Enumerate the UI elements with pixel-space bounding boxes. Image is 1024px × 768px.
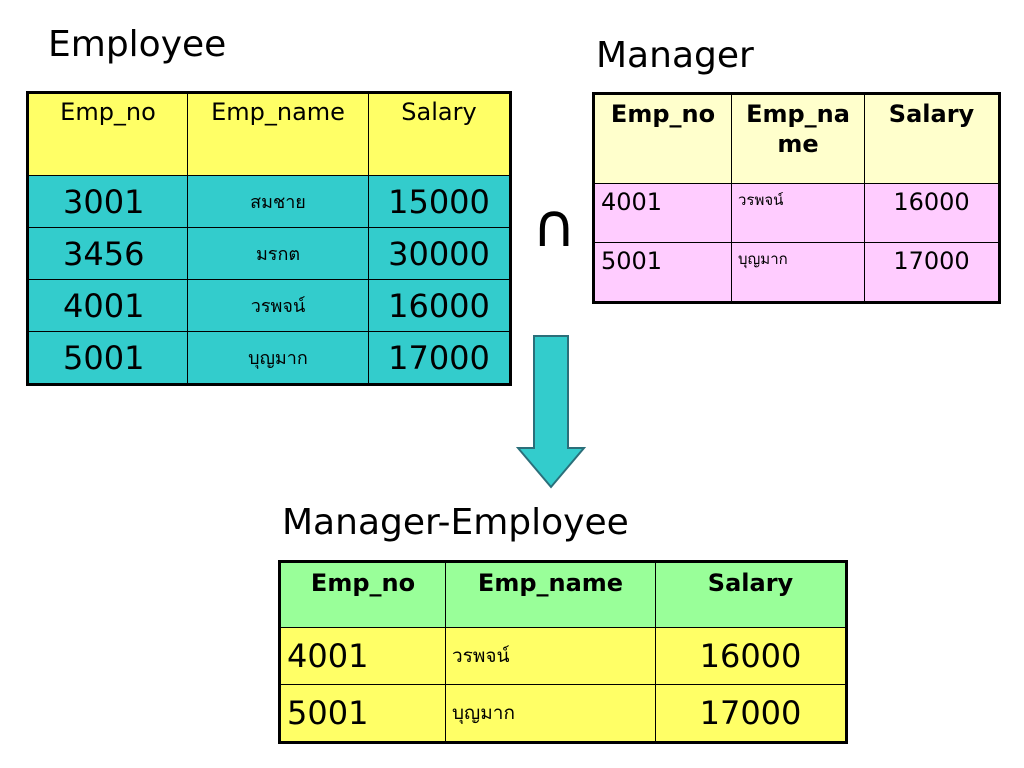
- result-cell-emp-name: บุญมาก: [445, 684, 656, 743]
- manager-title: Manager: [596, 35, 754, 76]
- employee-row: 5001 บุญมาก 17000: [27, 331, 511, 385]
- employee-row: 3001 สมชาย 15000: [27, 175, 511, 228]
- employee-cell-emp-no: 3001: [27, 175, 188, 228]
- result-cell-salary: 17000: [655, 684, 847, 743]
- result-header-emp-name: Emp_name: [445, 561, 656, 628]
- employee-cell-emp-name: วรพจน์: [187, 279, 369, 332]
- manager-header-emp-name: Emp_name: [731, 93, 865, 184]
- employee-header-emp-no: Emp_no: [27, 92, 188, 176]
- employee-header-salary: Salary: [368, 92, 511, 176]
- result-header-salary: Salary: [655, 561, 847, 628]
- employee-cell-emp-name: มรกต: [187, 227, 369, 280]
- result-row: 4001 วรพจน์ 16000: [279, 627, 847, 685]
- employee-table: Emp_no Emp_name Salary 3001 สมชาย 15000 …: [26, 91, 512, 386]
- manager-employee-title: Manager-Employee: [282, 502, 629, 543]
- result-header-emp-no: Emp_no: [279, 561, 446, 628]
- manager-row: 5001 บุญมาก 17000: [593, 242, 1000, 303]
- employee-cell-salary: 30000: [368, 227, 511, 280]
- manager-cell-emp-no: 5001: [593, 242, 732, 303]
- employee-cell-emp-no: 3456: [27, 227, 188, 280]
- employee-cell-emp-no: 5001: [27, 331, 188, 385]
- employee-cell-emp-name: สมชาย: [187, 175, 369, 228]
- result-cell-emp-no: 4001: [279, 627, 446, 685]
- intersection-symbol: ∩: [532, 191, 576, 261]
- manager-cell-salary: 16000: [864, 183, 1000, 243]
- manager-employee-table: Emp_no Emp_name Salary 4001 วรพจน์ 16000…: [278, 560, 848, 744]
- result-row: 5001 บุญมาก 17000: [279, 684, 847, 743]
- down-arrow-shape: [516, 335, 587, 489]
- manager-header-row: Emp_no Emp_name Salary: [593, 93, 1000, 184]
- manager-cell-emp-name: วรพจน์: [731, 183, 865, 243]
- result-header-row: Emp_no Emp_name Salary: [279, 561, 847, 628]
- manager-header-emp-no: Emp_no: [593, 93, 732, 184]
- manager-table: Emp_no Emp_name Salary 4001 วรพจน์ 16000…: [592, 92, 1001, 304]
- employee-header-emp-name: Emp_name: [187, 92, 369, 176]
- manager-cell-emp-name: บุญมาก: [731, 242, 865, 303]
- result-cell-emp-no: 5001: [279, 684, 446, 743]
- employee-cell-emp-no: 4001: [27, 279, 188, 332]
- result-cell-emp-name: วรพจน์: [445, 627, 656, 685]
- manager-row: 4001 วรพจน์ 16000: [593, 183, 1000, 243]
- employee-title: Employee: [48, 24, 227, 65]
- employee-row: 3456 มรกต 30000: [27, 227, 511, 280]
- result-cell-salary: 16000: [655, 627, 847, 685]
- employee-header-row: Emp_no Emp_name Salary: [27, 92, 511, 176]
- employee-cell-emp-name: บุญมาก: [187, 331, 369, 385]
- employee-cell-salary: 16000: [368, 279, 511, 332]
- employee-cell-salary: 17000: [368, 331, 511, 385]
- manager-header-salary: Salary: [864, 93, 1000, 184]
- down-arrow-icon: [516, 335, 587, 489]
- manager-cell-salary: 17000: [864, 242, 1000, 303]
- employee-row: 4001 วรพจน์ 16000: [27, 279, 511, 332]
- employee-cell-salary: 15000: [368, 175, 511, 228]
- manager-cell-emp-no: 4001: [593, 183, 732, 243]
